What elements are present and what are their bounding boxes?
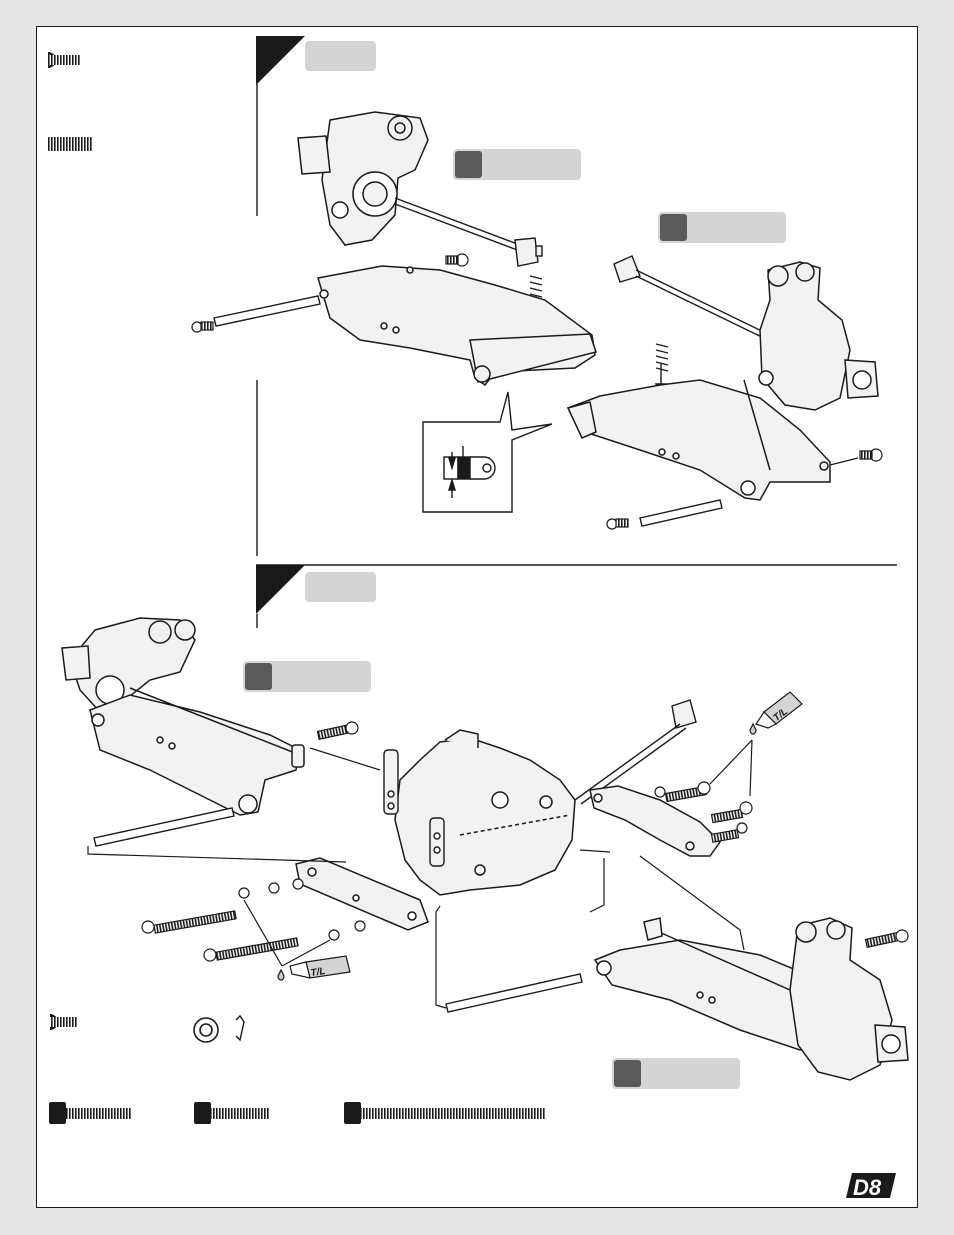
callout-left-arm-assembly	[243, 661, 371, 692]
cvd-driveshaft-icon	[394, 197, 543, 267]
cap-screw-icon	[49, 1102, 132, 1124]
suspension-arm-icon	[593, 917, 851, 1051]
d8-logo-text: D8	[853, 1175, 882, 1200]
assembly-guide-lines	[87, 747, 745, 1009]
suspension-arm-icon	[566, 379, 831, 501]
threadlock-label-lower: T/L	[310, 966, 326, 979]
d8-logo: D8	[846, 1173, 896, 1200]
threadlock-tube-icon: T/L	[709, 691, 803, 797]
clearance-detail-box	[422, 391, 553, 513]
lock-washer-icon	[193, 1017, 219, 1043]
hinge-pin-icon	[213, 295, 321, 327]
cap-screw-icon	[344, 1102, 545, 1124]
hinge-pin-icon	[93, 807, 235, 847]
cap-screw-icon	[316, 721, 359, 740]
cap-screw-icon	[194, 1102, 269, 1124]
steering-knuckle-icon	[789, 917, 909, 1081]
cap-screw-icon	[654, 781, 753, 843]
cvd-driveshaft-icon	[574, 699, 697, 805]
button-head-screw-icon	[48, 52, 80, 68]
hinge-pin-icon	[445, 973, 583, 1013]
steering-knuckle-icon	[61, 617, 196, 713]
camber-link-mount-icon	[383, 749, 445, 867]
step-1-label-box	[305, 41, 376, 71]
step-2: T/L T/L	[49, 565, 909, 1124]
callout-right-knuckle	[658, 212, 786, 243]
suspension-arm-icon	[317, 265, 597, 387]
set-screw-icon	[48, 137, 92, 151]
step-badge-2	[256, 565, 305, 614]
arm-mount-icon	[589, 785, 721, 857]
button-head-screw-icon	[50, 1014, 78, 1030]
cap-screw-icon	[141, 878, 366, 962]
threadlock-tube-icon: T/L	[243, 899, 351, 981]
button-head-screw-icon	[606, 448, 883, 530]
button-head-screw-icon	[191, 253, 469, 333]
arm-mount-plate-icon	[295, 857, 429, 931]
hinge-pin-icon	[639, 499, 723, 527]
step-1	[48, 36, 883, 556]
differential-housing-icon	[394, 729, 576, 896]
cvd-driveshaft-icon	[613, 255, 771, 342]
cap-screw-icon	[864, 929, 909, 948]
steering-knuckle-icon	[758, 261, 879, 411]
steering-knuckle-icon	[297, 111, 429, 246]
suspension-arm-icon	[89, 687, 305, 816]
step-badge-1	[256, 36, 305, 85]
e-clip-icon	[235, 1014, 245, 1042]
callout-left-knuckle	[453, 149, 581, 180]
step-2-label-box	[305, 572, 376, 602]
callout-right-arm-assembly	[612, 1058, 740, 1089]
